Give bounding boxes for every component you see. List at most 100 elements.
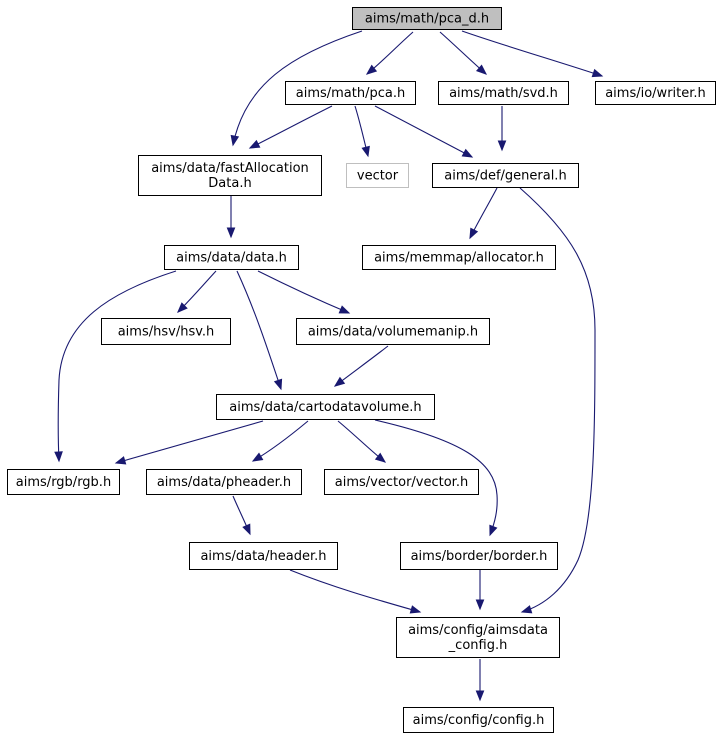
node-label: aims/vector/vector.h [335,475,468,490]
edge-general-to-aimsdata_config [519,187,596,614]
edge-fastalloc-to-data [226,196,236,239]
node-box [296,318,490,345]
edge-cartodatavolume-to-border [374,419,498,537]
node-box [146,469,302,495]
node-label: aims/border/border.h [411,549,548,564]
node-box [400,542,558,570]
node-box [216,394,435,420]
edge-line [252,420,309,462]
node-rgb[interactable]: aims/rgb/rgb.h [7,469,120,495]
edge-aimsdata_config-to-config [475,659,485,702]
edge-line [519,187,596,613]
edge-line [232,30,363,146]
edge-pca_d-to-fastalloc [230,30,363,147]
edge-data-to-hsv [177,270,217,313]
node-box [438,81,569,105]
edge-data-to-cartodatavolume [236,270,283,391]
arrowhead [374,452,387,463]
node-aimsdata-config[interactable]: aims/config/aimsdata_config.h [396,617,560,658]
edge-pca-to-vector_std [354,105,370,158]
arrowhead [591,68,604,78]
arrowhead [475,599,485,611]
edge-cartodatavolume-to-rgb [114,420,264,465]
arrowhead [248,139,261,149]
node-vector-std[interactable]: vector [346,163,409,188]
node-svd[interactable]: aims/math/svd.h [438,81,569,105]
edge-line [249,105,333,149]
arrowhead [361,145,370,158]
node-box [346,163,409,188]
node-label: aims/data/data.h [176,251,287,266]
edge-line [461,30,603,77]
arrowhead [242,523,251,536]
node-hsv[interactable]: aims/hsv/hsv.h [101,318,231,345]
node-box [7,469,120,495]
edge-pca-to-general [374,105,474,158]
arrowhead [409,605,422,614]
edge-volumemanip-to-cartodatavolume [333,345,389,387]
edge-line [115,420,264,464]
node-box [189,542,338,570]
edge-pca_d-to-pca [365,31,414,75]
node-label: _config.h [448,638,508,653]
nodes-layer: aims/math/pca_d.h aims/math/pca.h aims/mat… [7,7,716,733]
node-label: aims/math/pca.h [296,86,405,101]
node-border[interactable]: aims/border/border.h [400,542,558,570]
edge-line [334,345,389,387]
node-pca-d[interactable]: aims/math/pca_d.h [352,7,502,30]
arrowhead [273,378,283,391]
arrowhead [475,64,488,75]
edge-pca_d-to-writer [461,30,604,78]
node-volumemanip[interactable]: aims/data/volumemanip.h [296,318,490,345]
arrowhead [338,305,351,314]
node-label: aims/hsv/hsv.h [118,325,215,340]
node-box [352,7,502,30]
node-label: aims/data/fastAllocation [151,161,309,176]
arrowhead [251,452,264,462]
edge-cartodatavolume-to-vector_h [337,420,387,463]
node-box [285,81,416,105]
node-label: aims/memmap/allocator.h [374,251,544,266]
node-box [432,163,579,188]
arrowhead [475,690,485,702]
edge-line [236,270,282,390]
node-label: aims/data/cartodatavolume.h [229,400,421,415]
node-data[interactable]: aims/data/data.h [164,245,299,270]
arrowhead [461,148,474,158]
node-cartodatavolume[interactable]: aims/data/cartodatavolume.h [216,394,435,420]
node-box [138,155,322,196]
edge-data-to-volumemanip [257,270,351,314]
arrowhead [177,302,188,313]
arrowhead [469,227,479,240]
edge-general-to-allocator [469,187,498,240]
node-box [362,245,556,270]
node-pca[interactable]: aims/math/pca.h [285,81,416,105]
node-header[interactable]: aims/data/header.h [189,542,338,570]
arrowhead [333,376,346,387]
node-box [595,81,716,105]
edge-cartodatavolume-to-pheader [251,420,309,462]
node-label: aims/data/pheader.h [157,475,291,490]
node-box [101,318,231,345]
edge-line [374,419,498,536]
edge-data-to-rgb [54,270,177,463]
arrowhead [114,456,127,465]
node-pheader[interactable]: aims/data/pheader.h [146,469,302,495]
arrowhead [226,227,236,239]
node-label: aims/data/header.h [200,549,326,564]
node-general[interactable]: aims/def/general.h [432,163,579,188]
node-allocator[interactable]: aims/memmap/allocator.h [362,245,556,270]
node-box [396,617,560,658]
node-config[interactable]: aims/config/config.h [403,707,554,733]
edge-line [289,569,421,613]
node-label: aims/config/config.h [413,713,545,728]
arrowhead [54,451,63,463]
node-label: aims/data/volumemanip.h [308,325,478,340]
node-label: Data.h [208,176,251,191]
edge-header-to-aimsdata_config [289,569,422,614]
edges-layer [54,30,604,702]
node-writer[interactable]: aims/io/writer.h [595,81,716,105]
node-vector-h[interactable]: aims/vector/vector.h [324,469,479,495]
